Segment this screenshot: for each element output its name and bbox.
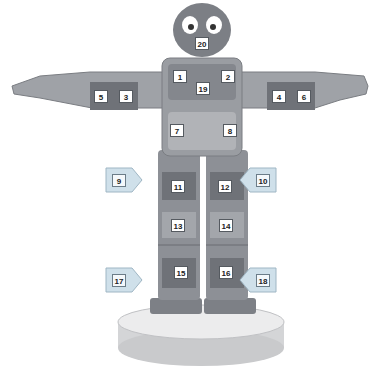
pupil xyxy=(188,24,194,30)
leg-seam xyxy=(158,245,200,246)
callout-number: 7 xyxy=(170,124,184,137)
callout-number: 1 xyxy=(173,70,187,83)
callout-number: 18 xyxy=(256,274,270,287)
callout-flag xyxy=(240,168,276,192)
belly-plate xyxy=(168,112,236,150)
callout-flag xyxy=(106,168,142,192)
callout-number: 10 xyxy=(256,174,270,187)
callout-flag xyxy=(106,268,142,292)
eye xyxy=(182,16,198,34)
arm-servo xyxy=(267,82,315,110)
eye xyxy=(206,16,222,34)
left-leg xyxy=(158,150,200,300)
callout-number: 15 xyxy=(174,266,188,279)
chest-plate xyxy=(168,64,236,100)
ankle-servo xyxy=(210,258,244,288)
torso xyxy=(162,58,242,156)
callout-number: 3 xyxy=(119,90,133,103)
callout-number: 14 xyxy=(219,219,233,232)
right-arm xyxy=(240,72,368,108)
callout-number: 20 xyxy=(195,37,209,50)
head xyxy=(173,3,231,57)
callout-number: 16 xyxy=(219,266,233,279)
callout-number: 12 xyxy=(218,180,232,193)
right-foot xyxy=(204,298,256,314)
callout-number: 11 xyxy=(171,180,185,193)
callout-flag xyxy=(240,268,276,292)
callout-number: 8 xyxy=(223,124,237,137)
knee-servo xyxy=(210,212,244,238)
callout-number: 5 xyxy=(94,90,108,103)
callout-number: 2 xyxy=(221,70,235,83)
pupil xyxy=(210,24,216,30)
callout-number: 13 xyxy=(171,219,185,232)
callout-number: 6 xyxy=(297,90,311,103)
callout-number: 4 xyxy=(272,90,286,103)
knee-servo xyxy=(162,212,196,238)
left-foot xyxy=(150,298,202,314)
callout-number: 9 xyxy=(112,174,126,187)
callout-number: 19 xyxy=(196,82,210,95)
leg-seam xyxy=(206,245,248,246)
left-arm xyxy=(12,72,165,108)
arm-servo xyxy=(90,82,138,110)
callout-number: 17 xyxy=(112,274,126,287)
hip-servo xyxy=(162,172,196,200)
ankle-servo xyxy=(162,258,196,288)
hip-servo xyxy=(210,172,244,200)
